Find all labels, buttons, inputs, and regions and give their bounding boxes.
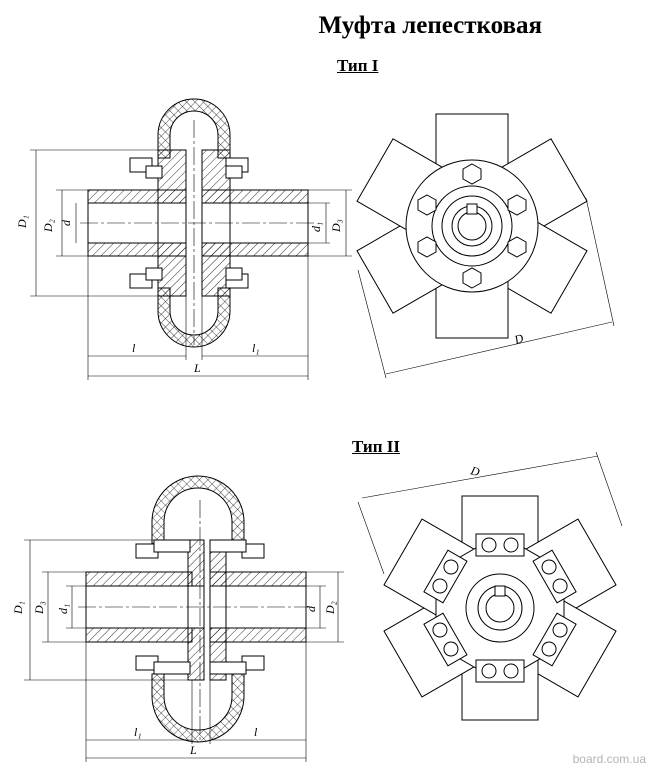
dim-L: L [189,743,197,757]
type-2-dimension-labels: D₁ D₃ d₁ d D₂ l₁ l L D [11,463,482,757]
type-2-label: Тип II [352,437,400,456]
dim-D: D [512,331,526,347]
dim-d1: d₁ [309,222,323,232]
dim-l: l [254,725,258,739]
dim-D2: D₂ [41,219,55,233]
dim-d: d [304,605,318,612]
type-1-section-view [30,98,352,380]
dim-D3: D₃ [329,219,343,233]
page-title: Муфта лепестковая [318,12,542,39]
type-1-front-view [356,113,615,379]
dim-D1: D₁ [11,601,25,615]
type-1-label: Тип I [337,56,379,75]
dim-D1: D₁ [15,215,29,229]
watermark: board.com.ua [572,752,646,766]
dim-D: D [468,463,481,479]
dim-l1: l₁ [134,725,142,739]
type-2-section-view [24,475,344,762]
type-2-front-view [357,451,623,721]
dim-d1: d₁ [56,604,70,614]
dim-d: d [59,219,73,226]
dim-D3: D₃ [32,601,46,615]
dim-l1: l₁ [252,341,260,355]
type-1-dimension-labels: D₁ D₂ d d₁ D₃ l l₁ L D [15,215,525,375]
dim-L: L [193,361,201,375]
dim-D2: D₂ [323,601,337,615]
dim-l: l [132,341,136,355]
